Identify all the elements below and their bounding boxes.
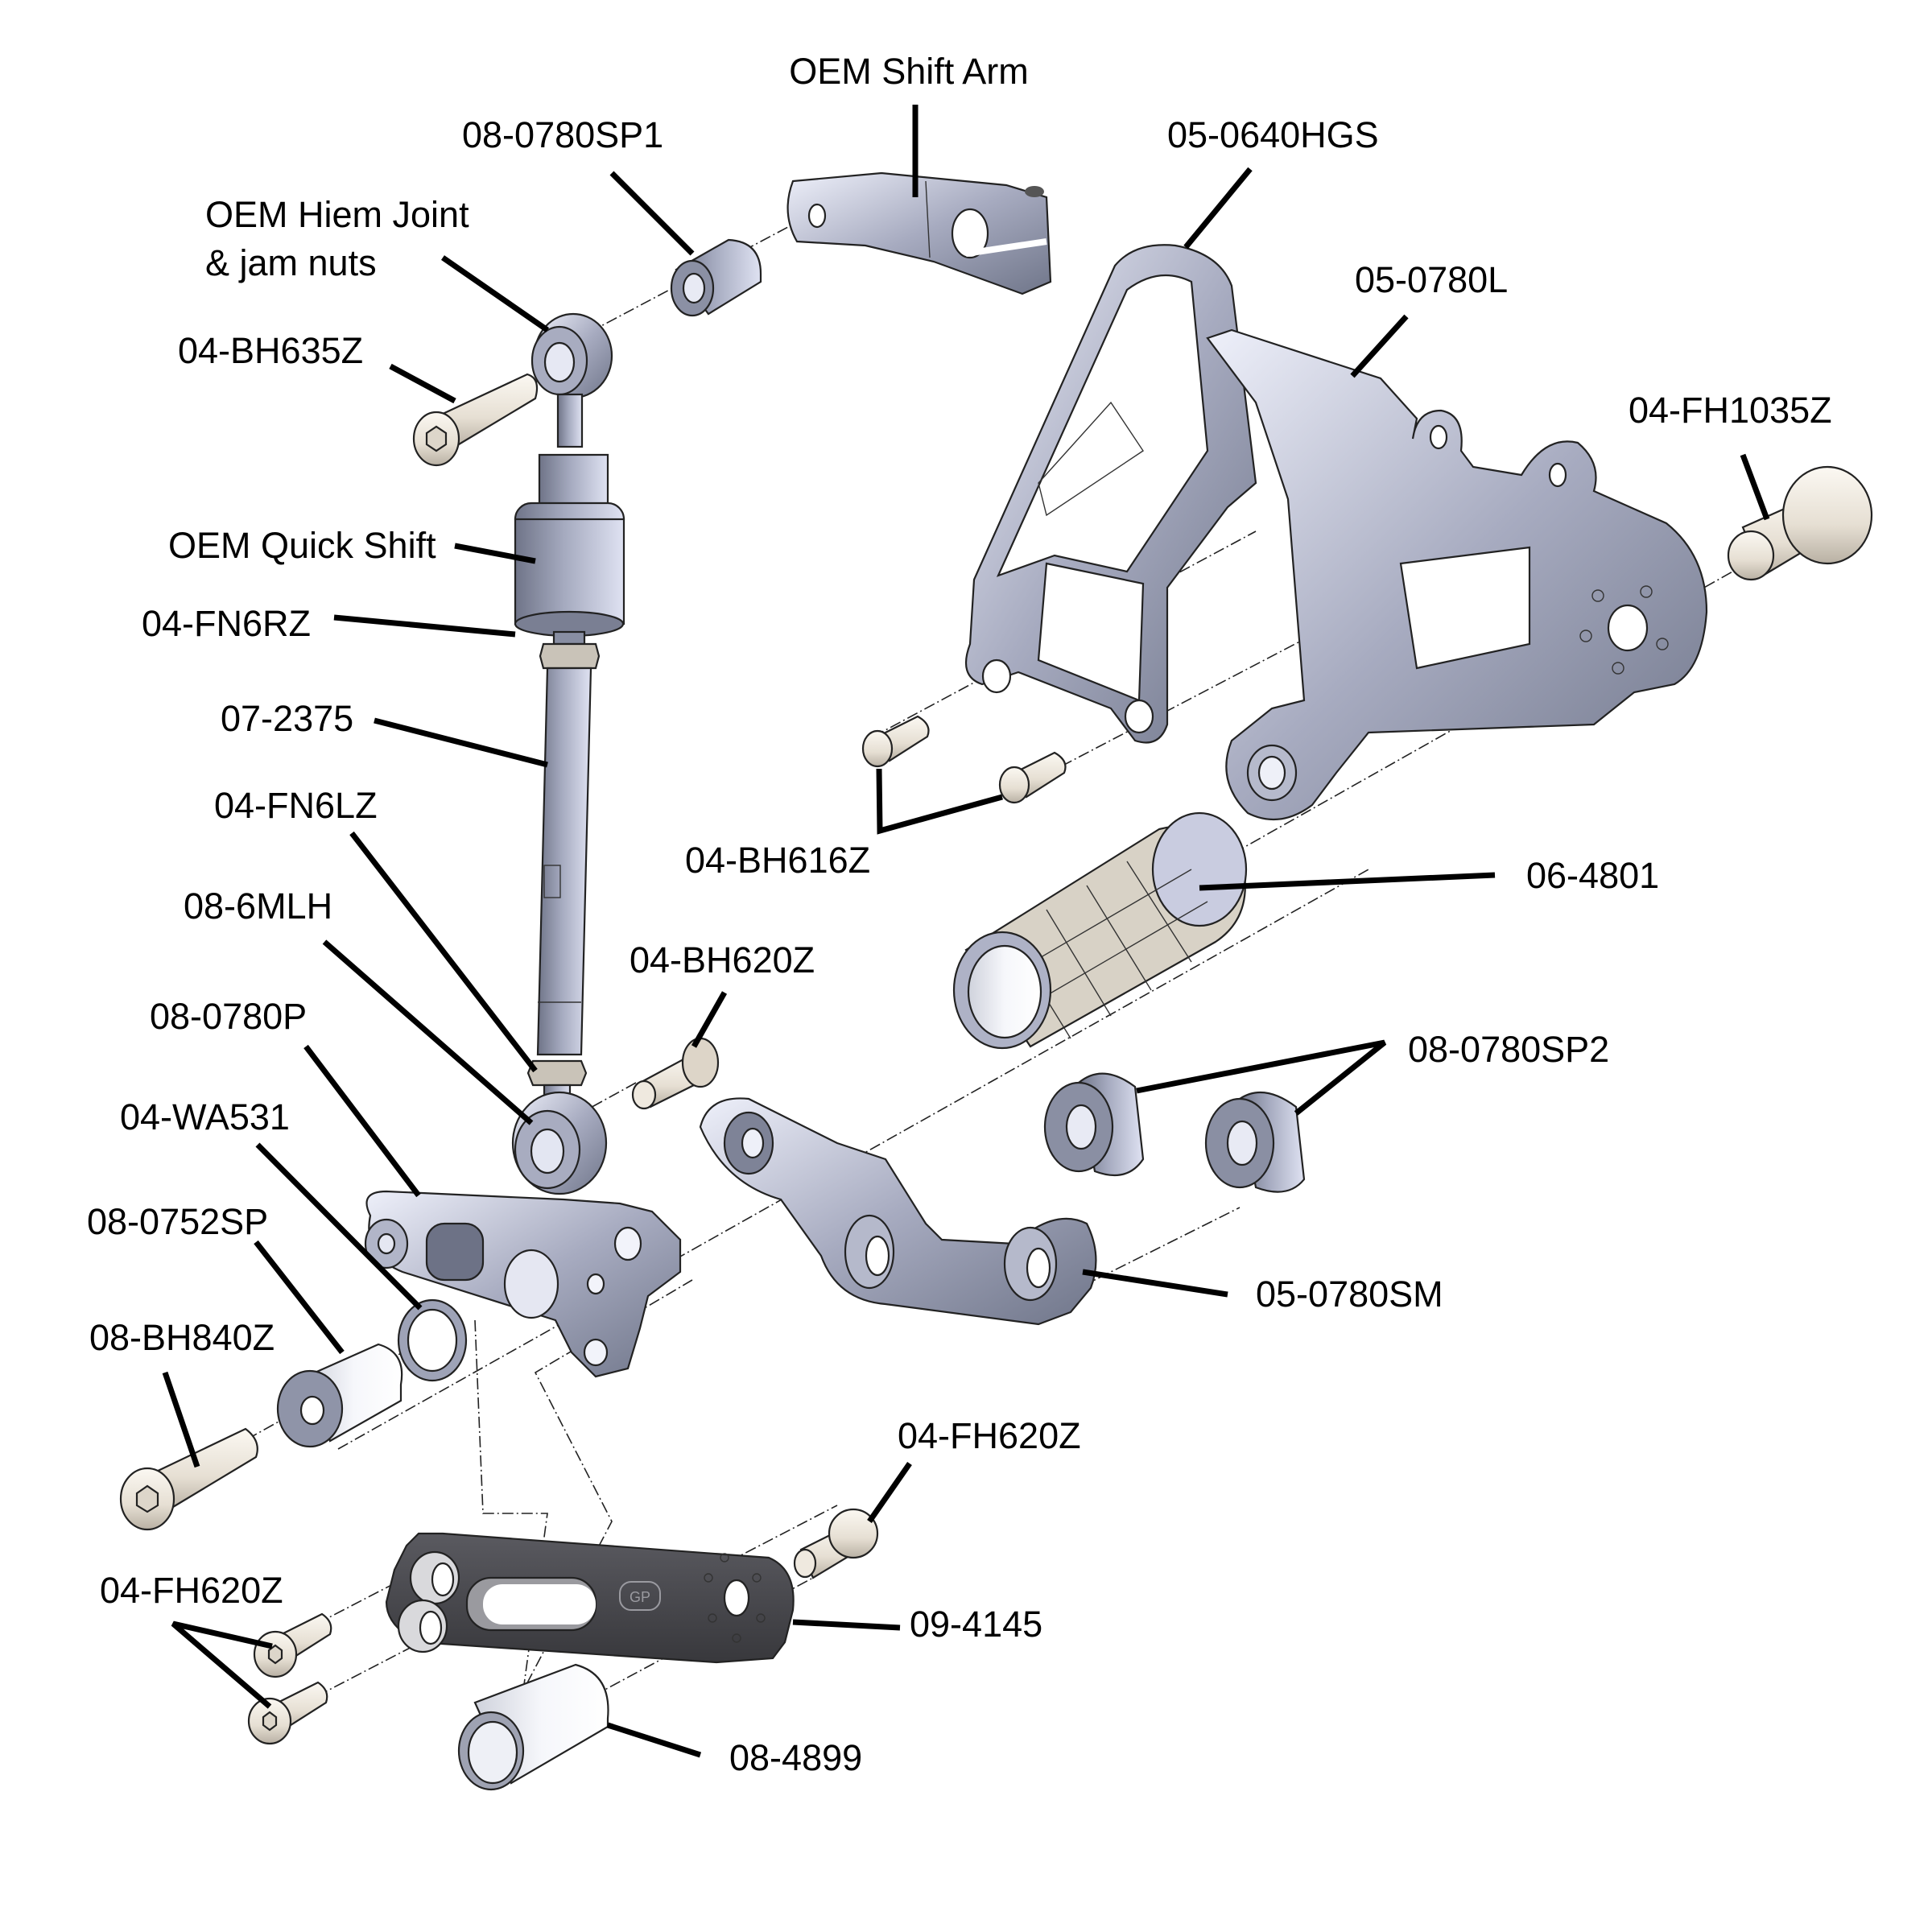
label-08-4899: 08-4899 (729, 1737, 862, 1778)
bolt-04-fh1035z-part (1727, 465, 1873, 581)
leader-04-fh1035z (1740, 453, 1770, 521)
label-oem-hiem-joint: OEM Hiem Joint (205, 194, 469, 235)
label-04-bh635z: 04-BH635Z (178, 330, 363, 371)
label-05-0780sm: 05-0780SM (1256, 1274, 1443, 1315)
spacer-08-0752sp-part (276, 1343, 403, 1448)
leader-oem-quick-shift (454, 543, 536, 564)
leader-04-fn6lz (349, 831, 538, 1073)
heel-plate-09-4145-part: GP (385, 1532, 795, 1664)
label-04-fn6rz: 04-FN6RZ (142, 603, 311, 644)
leader-05-0780l (1350, 314, 1409, 378)
bolts-04-bh616z-part (861, 715, 1067, 804)
callout-labels: OEM Shift Arm 08-0780SP1 OEM Hiem Joint … (87, 51, 1832, 1778)
spacer-08-4899-part (457, 1663, 609, 1791)
bolt-04-bh635z-part (412, 373, 539, 467)
leader-04-fh620z-right (867, 1462, 912, 1523)
leader-08-6mlh (322, 939, 534, 1125)
label-04-bh616z: 04-BH616Z (685, 840, 870, 881)
leader-09-4145 (792, 1619, 901, 1631)
bolt-04-bh620z-part (631, 1037, 720, 1110)
assembly-axis-lines (128, 204, 1748, 1752)
label-oem-shift-arm: OEM Shift Arm (789, 51, 1029, 92)
oem-hiem-joint-part (530, 312, 613, 448)
spacers-08-0780sp2-part (1043, 1072, 1306, 1193)
leader-04-wa531 (255, 1142, 423, 1311)
label-04-wa531: 04-WA531 (120, 1096, 290, 1137)
footpeg-06-4801-part (952, 811, 1248, 1050)
logo-icon (619, 1581, 661, 1611)
leader-08-0780p (303, 1044, 421, 1198)
leader-08-0780sp2 (1136, 1039, 1387, 1116)
leader-07-2375 (374, 717, 548, 768)
label-08-bh840z: 08-BH840Z (89, 1317, 275, 1358)
label-05-0780l: 05-0780L (1355, 259, 1508, 300)
label-08-0780sp2: 08-0780SP2 (1408, 1029, 1609, 1070)
label-04-bh620z: 04-BH620Z (630, 939, 815, 980)
washer-04-wa531-part (397, 1298, 468, 1382)
label-08-0780sp1: 08-0780SP1 (462, 114, 663, 155)
nut-04-fn6lz-part (526, 1059, 588, 1087)
label-04-fh620z-right: 04-FH620Z (898, 1415, 1081, 1456)
label-04-fh1035z: 04-FH1035Z (1629, 390, 1832, 431)
spacer-08-0780sp1-part (670, 238, 762, 317)
pivot-arm-08-0780p-part (364, 1190, 682, 1378)
leader-04-bh635z (389, 363, 456, 404)
label-09-4145: 09-4145 (910, 1604, 1042, 1645)
label-05-0640hgs: 05-0640HGS (1167, 114, 1379, 155)
leader-08-0780sp1 (609, 171, 695, 256)
label-08-0780p: 08-0780P (150, 996, 307, 1037)
label-jam-nuts: & jam nuts (205, 242, 377, 283)
rod-end-08-6mlh-part (511, 1084, 608, 1195)
logo-text: GP (630, 1589, 650, 1605)
heel-guard-05-0640hgs-part (964, 244, 1257, 744)
leader-05-0780sm (1082, 1269, 1228, 1298)
leader-04-fh620z-left (171, 1620, 273, 1709)
oem-quick-shift-part (514, 453, 625, 646)
leader-06-4801 (1199, 872, 1496, 891)
leader-08-0752sp (254, 1240, 345, 1355)
label-06-4801: 06-4801 (1526, 855, 1659, 896)
oem-shift-arm-part (786, 171, 1052, 295)
shift-lever-05-0780sm-part (699, 1097, 1097, 1326)
leader-08-bh840z (162, 1371, 200, 1468)
leader-hiem-joint (441, 255, 549, 332)
leader-08-4899 (606, 1722, 702, 1758)
label-08-0752sp: 08-0752SP (87, 1201, 268, 1242)
leader-lines (162, 105, 1770, 1758)
nut-04-fn6rz-part (539, 642, 601, 670)
label-04-fn6lz: 04-FN6LZ (214, 785, 378, 826)
label-04-fh620z-left: 04-FH620Z (100, 1570, 283, 1611)
leader-04-bh620z (691, 991, 728, 1048)
leader-04-fn6rz (333, 614, 516, 638)
label-08-6mlh: 08-6MLH (184, 886, 332, 927)
bracket-05-0780l-part (1206, 328, 1708, 821)
rod-07-2375-part (536, 667, 592, 1056)
leader-04-bh616z (876, 768, 1003, 835)
bolts-04-fh620z-left-part (247, 1612, 332, 1745)
bolt-08-bh840z-part (119, 1427, 258, 1531)
label-07-2375: 07-2375 (221, 698, 353, 739)
bolt-04-fh620z-right-part (793, 1508, 879, 1579)
label-oem-quick-shift: OEM Quick Shift (168, 525, 436, 566)
leader-05-0640hgs (1183, 167, 1253, 250)
